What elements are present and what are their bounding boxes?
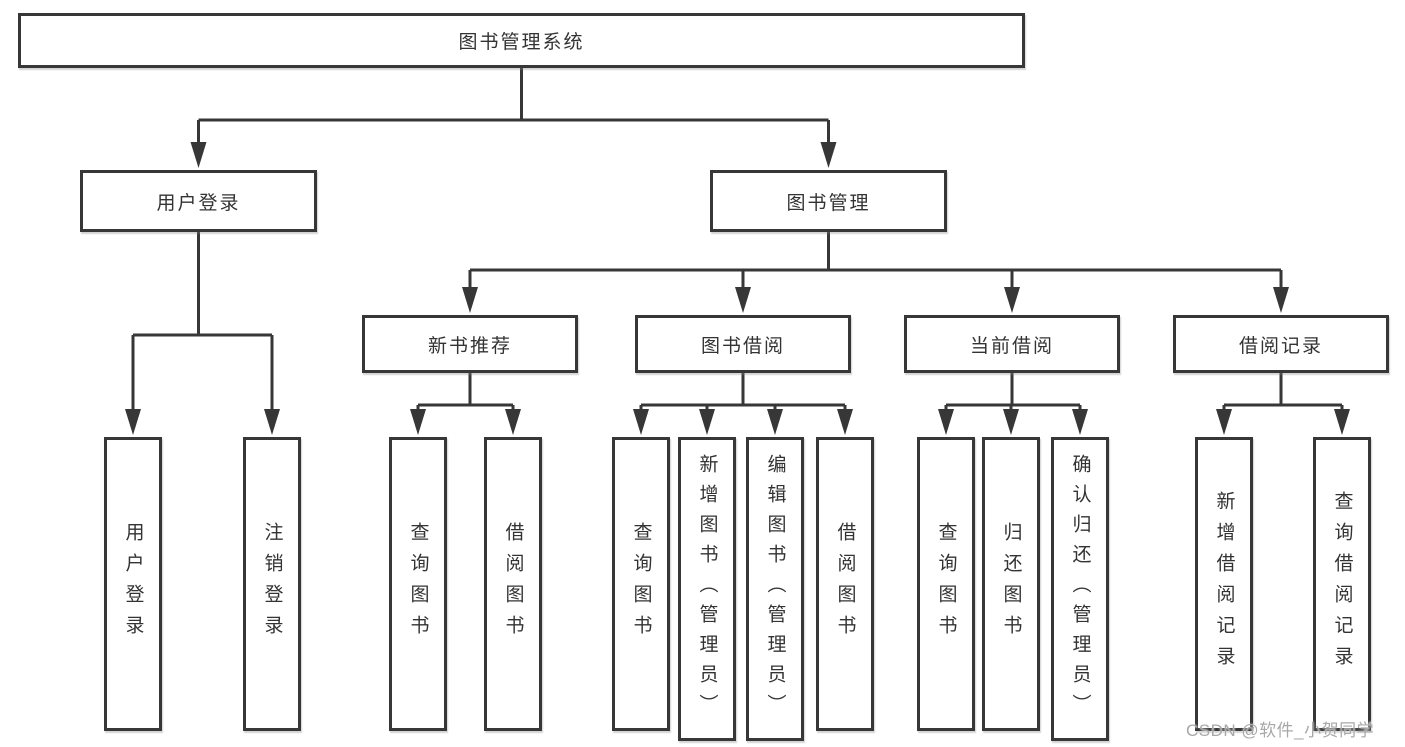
leaf-return-books: 归还图书 xyxy=(982,437,1040,731)
node-label: 注销登录 xyxy=(261,522,283,646)
leaf-add-borrow-record: 新增借阅记录 xyxy=(1195,437,1253,731)
node-label: 确认归还（管理员） xyxy=(1069,454,1091,724)
node-current-borrowing: 当前借阅 xyxy=(904,315,1120,373)
node-label: 新书推荐 xyxy=(427,335,512,357)
node-label: 借阅记录 xyxy=(1238,335,1323,357)
node-label: 查询图书 xyxy=(630,522,652,646)
node-label: 当前借阅 xyxy=(969,335,1054,357)
node-label: 图书管理系统 xyxy=(458,32,585,53)
leaf-user-login: 用户登录 xyxy=(104,437,162,731)
node-label: 归还图书 xyxy=(1000,522,1022,646)
node-borrowing-records: 借阅记录 xyxy=(1173,315,1389,373)
leaf-confirm-return-admin: 确认归还（管理员） xyxy=(1051,437,1109,741)
node-label: 图书借阅 xyxy=(700,335,785,357)
node-book-borrowing: 图书借阅 xyxy=(635,315,851,373)
leaf-borrow-books-recommend: 借阅图书 xyxy=(484,437,542,731)
node-new-book-recommend: 新书推荐 xyxy=(362,315,578,373)
node-label: 新增图书（管理员） xyxy=(696,454,718,724)
leaf-add-books-admin: 新增图书（管理员） xyxy=(678,437,736,741)
leaf-edit-books-admin: 编辑图书（管理员） xyxy=(746,437,804,741)
node-root: 图书管理系统 xyxy=(18,13,1025,68)
leaf-query-books-borrowing: 查询图书 xyxy=(612,437,670,731)
leaf-query-books-recommend: 查询图书 xyxy=(389,437,447,731)
node-label: 查询图书 xyxy=(407,522,429,646)
node-label: 编辑图书（管理员） xyxy=(764,454,786,724)
leaf-query-books-current: 查询图书 xyxy=(917,437,975,731)
node-label: 新增借阅记录 xyxy=(1213,491,1235,677)
node-user-login: 用户登录 xyxy=(80,170,317,232)
arrowheads xyxy=(125,142,1350,435)
node-label: 查询借阅记录 xyxy=(1331,491,1353,677)
node-label: 用户登录 xyxy=(122,522,144,646)
leaf-query-borrow-record: 查询借阅记录 xyxy=(1313,437,1371,731)
node-label: 借阅图书 xyxy=(834,522,856,646)
node-label: 图书管理 xyxy=(786,192,871,214)
watermark: CSDN @软件_小贺同学 xyxy=(1186,721,1375,740)
node-book-management: 图书管理 xyxy=(710,170,947,232)
leaf-logout: 注销登录 xyxy=(243,437,301,731)
leaf-borrow-books: 借阅图书 xyxy=(816,437,874,731)
node-label: 借阅图书 xyxy=(502,522,524,646)
node-label: 用户登录 xyxy=(156,192,241,214)
node-label: 查询图书 xyxy=(935,522,957,646)
